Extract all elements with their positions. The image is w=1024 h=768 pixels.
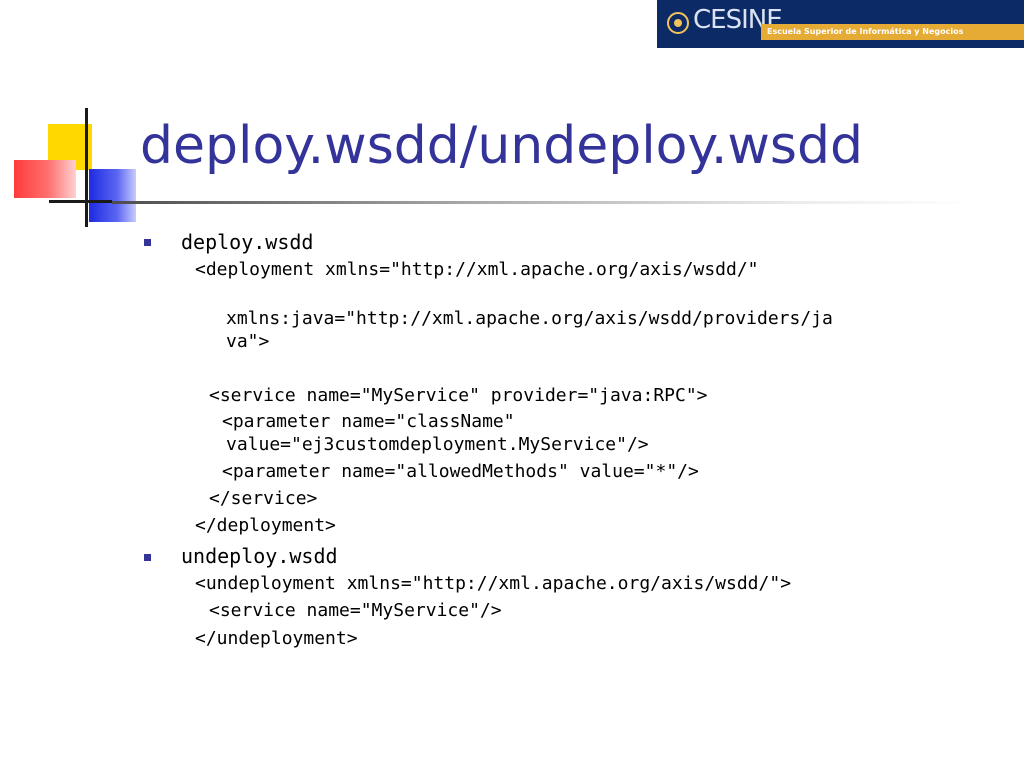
bullet-square-icon xyxy=(144,554,151,561)
code-line: </deployment> xyxy=(195,515,336,536)
bullet-heading-deploy: deploy.wsdd xyxy=(181,230,314,254)
decor-red-square xyxy=(14,160,76,198)
code-line: <deployment xmlns="http://xml.apache.org… xyxy=(195,259,759,280)
code-line: <service name="MyService"/> xyxy=(209,600,502,621)
decor-horizontal-line xyxy=(49,200,112,203)
code-line: xmlns:java="http://xml.apache.org/axis/w… xyxy=(226,308,833,329)
code-line: <undeployment xmlns="http://xml.apache.o… xyxy=(195,573,792,594)
code-line: </service> xyxy=(209,488,318,509)
bullet-square-icon xyxy=(144,239,151,246)
code-line: va"> xyxy=(226,331,270,352)
code-line: <parameter name="className" xyxy=(222,411,515,432)
bullet-heading-undeploy: undeploy.wsdd xyxy=(181,544,338,568)
logo-tagline: Escuela Superior de Informática y Negoci… xyxy=(761,24,1024,40)
code-line: </undeployment> xyxy=(195,628,358,649)
code-line: <service name="MyService" provider="java… xyxy=(209,385,708,406)
decor-blue-square xyxy=(89,169,136,222)
decor-vertical-line xyxy=(85,108,88,227)
cesine-logo: CESINE Escuela Superior de Informática y… xyxy=(657,0,1024,48)
slide-title: deploy.wsdd/undeploy.wsdd xyxy=(140,116,864,176)
code-line: value="ej3customdeployment.MyService"/> xyxy=(226,434,649,455)
logo-emblem-icon xyxy=(667,12,689,34)
code-line: <parameter name="allowedMethods" value="… xyxy=(222,461,699,482)
title-underline xyxy=(112,201,972,204)
